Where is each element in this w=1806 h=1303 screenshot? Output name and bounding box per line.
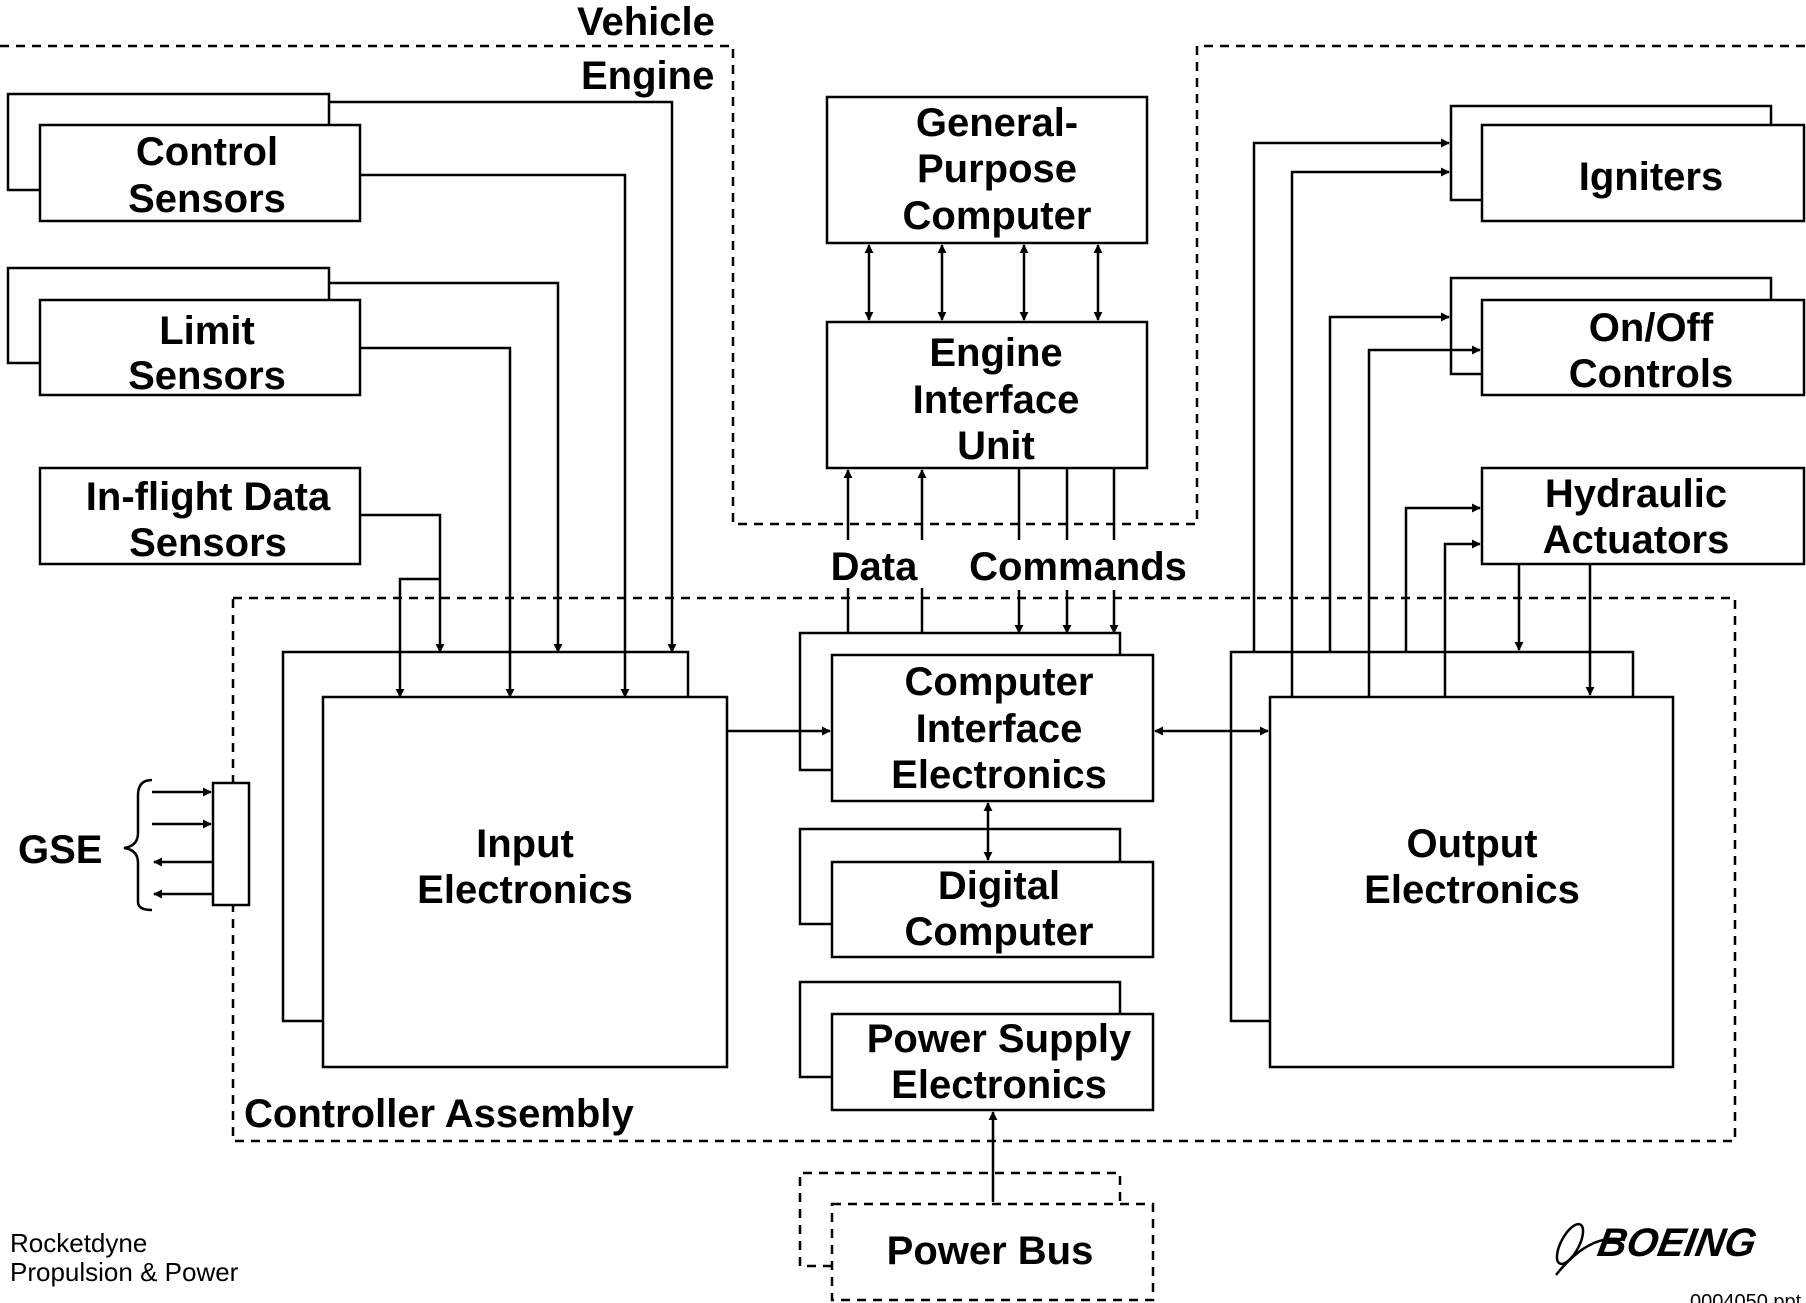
- limit-sensors-block: Limit Sensors: [6, 266, 362, 398]
- svg-text:Input: Input: [476, 822, 574, 866]
- vehicle-label: Vehicle: [577, 0, 715, 44]
- svg-text:Power Supply: Power Supply: [867, 1017, 1132, 1061]
- engine-label: Engine: [581, 54, 714, 98]
- svg-text:Hydraulic: Hydraulic: [1545, 472, 1727, 516]
- input-electronics-block: Input Electronics: [281, 650, 729, 1069]
- boeing-logo-text: BOEING: [1594, 1220, 1760, 1265]
- svg-text:Control: Control: [136, 130, 278, 174]
- svg-text:Purpose: Purpose: [917, 147, 1077, 191]
- svg-text:Computer: Computer: [905, 910, 1094, 954]
- svg-text:In-flight Data: In-flight Data: [86, 475, 331, 519]
- svg-text:Interface: Interface: [913, 378, 1080, 422]
- company-division: Propulsion & Power: [10, 1257, 239, 1287]
- svg-text:Output: Output: [1406, 822, 1537, 866]
- digital-computer-block: Digital Computer: [798, 827, 1155, 959]
- engine-interface-unit-block: Engine Interface Unit: [825, 320, 1149, 470]
- data-links: [843, 469, 927, 633]
- general-purpose-computer-block: General- Purpose Computer: [825, 95, 1149, 245]
- power-bus-block: Power Bus: [798, 1171, 1155, 1302]
- sensor-connections: [329, 100, 677, 698]
- output-electronics-block: Output Electronics: [1229, 650, 1675, 1069]
- boeing-logo: BOEING: [1555, 1220, 1760, 1276]
- svg-text:On/Off: On/Off: [1589, 306, 1714, 350]
- svg-text:Digital: Digital: [938, 864, 1060, 908]
- data-label: Data: [831, 545, 918, 589]
- svg-text:General-: General-: [916, 101, 1078, 145]
- svg-text:Sensors: Sensors: [128, 177, 286, 221]
- igniters-block: Igniters: [1449, 104, 1806, 223]
- commands-label: Commands: [969, 545, 1187, 589]
- command-links: [1014, 468, 1119, 634]
- gse-label: GSE: [18, 828, 102, 872]
- svg-text:Igniters: Igniters: [1579, 155, 1723, 199]
- onoff-controls-block: On/Off Controls: [1449, 276, 1806, 397]
- svg-text:Sensors: Sensors: [129, 521, 287, 565]
- svg-text:Electronics: Electronics: [1364, 868, 1580, 912]
- gpc-eiu-links: [864, 244, 1103, 321]
- svg-text:Limit: Limit: [159, 309, 255, 353]
- controller-assembly-label: Controller Assembly: [244, 1092, 634, 1136]
- internal-links: [727, 726, 1269, 1202]
- svg-text:Electronics: Electronics: [891, 1063, 1107, 1107]
- computer-interface-electronics-block: Computer Interface Electronics: [798, 631, 1155, 803]
- power-supply-electronics-block: Power Supply Electronics: [798, 980, 1155, 1112]
- output-connections: [1252, 138, 1595, 697]
- svg-text:Computer: Computer: [905, 660, 1094, 704]
- hydraulic-actuators-block: Hydraulic Actuators: [1480, 466, 1806, 566]
- control-sensors-block: Control Sensors: [6, 92, 362, 223]
- inflight-data-sensors-block: In-flight Data Sensors: [38, 466, 362, 566]
- file-id: 0004050.ppt: [1690, 1291, 1802, 1303]
- svg-text:Computer: Computer: [903, 194, 1092, 238]
- svg-text:Unit: Unit: [957, 424, 1035, 468]
- svg-text:Actuators: Actuators: [1543, 518, 1730, 562]
- svg-text:Interface: Interface: [916, 707, 1083, 751]
- svg-text:Sensors: Sensors: [128, 354, 286, 398]
- gse-connector: [123, 778, 251, 912]
- svg-text:Controls: Controls: [1569, 352, 1733, 396]
- svg-text:Power Bus: Power Bus: [887, 1229, 1094, 1273]
- svg-text:Engine: Engine: [929, 331, 1062, 375]
- svg-text:Electronics: Electronics: [891, 753, 1107, 797]
- vehicle-boundary: [0, 44, 1806, 526]
- svg-text:Electronics: Electronics: [417, 868, 633, 912]
- company-name: Rocketdyne: [10, 1228, 147, 1258]
